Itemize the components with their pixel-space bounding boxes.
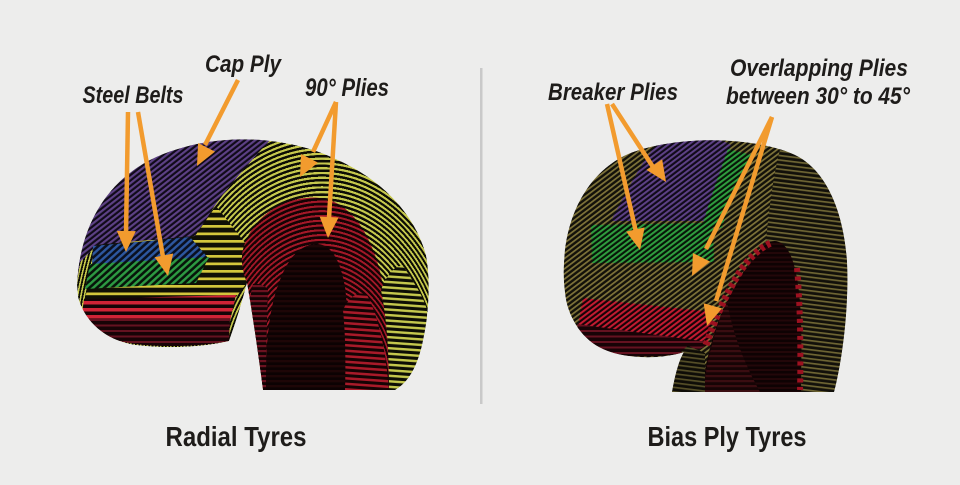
svg-text:Bias Ply Tyres: Bias Ply Tyres <box>648 421 807 452</box>
svg-text:Cap Ply: Cap Ply <box>205 51 282 78</box>
svg-text:Radial Tyres: Radial Tyres <box>166 421 307 452</box>
svg-text:Breaker Plies: Breaker Plies <box>548 79 678 106</box>
svg-text:Steel Belts: Steel Belts <box>83 82 184 109</box>
svg-text:between 30° to 45°: between 30° to 45° <box>726 83 910 110</box>
svg-text:90° Plies: 90° Plies <box>305 74 389 102</box>
svg-text:Overlapping Plies: Overlapping Plies <box>730 55 908 82</box>
